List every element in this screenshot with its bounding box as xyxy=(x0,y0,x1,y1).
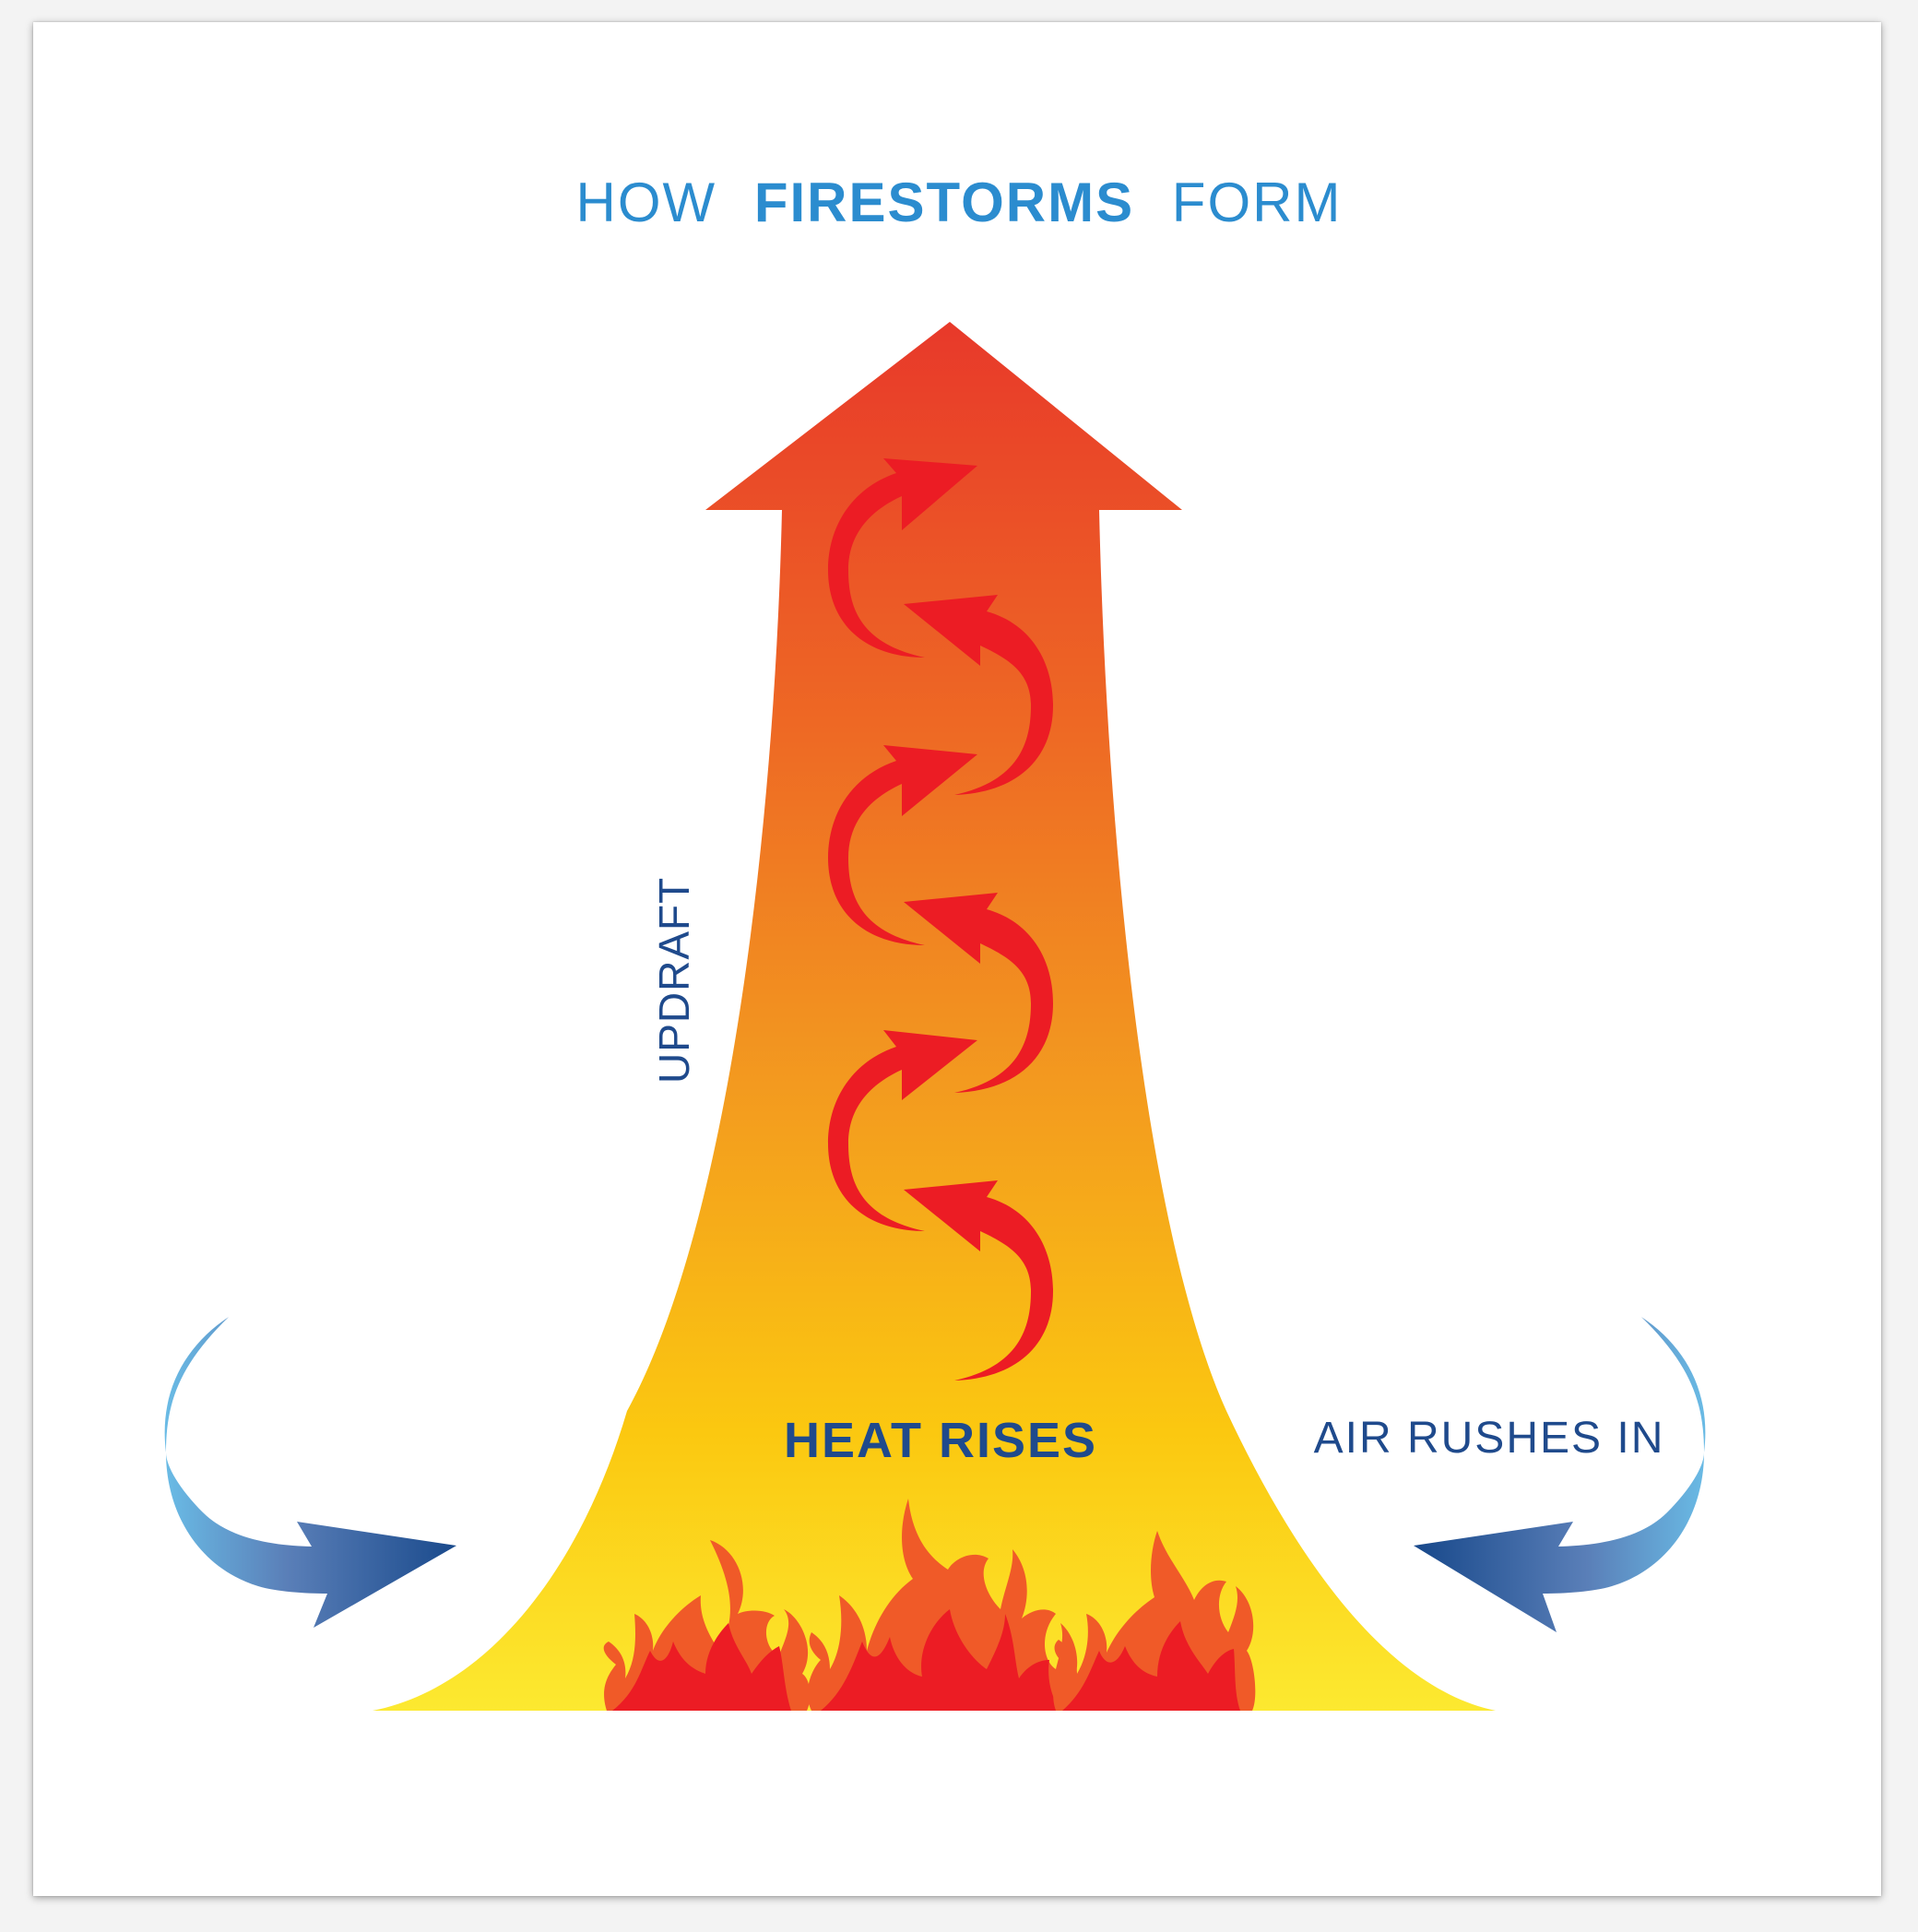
swirl-arrow-4 xyxy=(828,745,977,945)
title-emphasis: FIRESTORMS xyxy=(754,172,1134,233)
title-prefix: HOW xyxy=(576,172,717,233)
swirl-arrow-1 xyxy=(904,1180,1053,1381)
updraft-label: UPDRAFT xyxy=(650,877,698,1084)
heat-rises-label: HEAT RISES xyxy=(784,1413,1097,1468)
air-rushes-in-label: AIR RUSHES IN xyxy=(1314,1414,1665,1463)
inflow-arrow-left xyxy=(164,1317,456,1628)
updraft-arrow xyxy=(373,322,1496,1711)
flame-cluster-left xyxy=(603,1540,811,1711)
inflow-arrow-right xyxy=(1414,1317,1706,1632)
swirl-arrow-2 xyxy=(828,1030,977,1231)
swirl-arrow-6 xyxy=(828,458,977,658)
flame-cluster-center xyxy=(807,1499,1078,1711)
page-title: HOW FIRESTORMS FORM xyxy=(576,172,1343,233)
title-suffix: FORM xyxy=(1172,172,1343,233)
flame-cluster-right xyxy=(1053,1531,1256,1711)
fire-flames xyxy=(603,1499,1256,1711)
swirl-arrow-3 xyxy=(904,893,1053,1093)
swirl-arrow-5 xyxy=(904,595,1053,795)
heat-swirl-arrows xyxy=(828,458,1053,1381)
